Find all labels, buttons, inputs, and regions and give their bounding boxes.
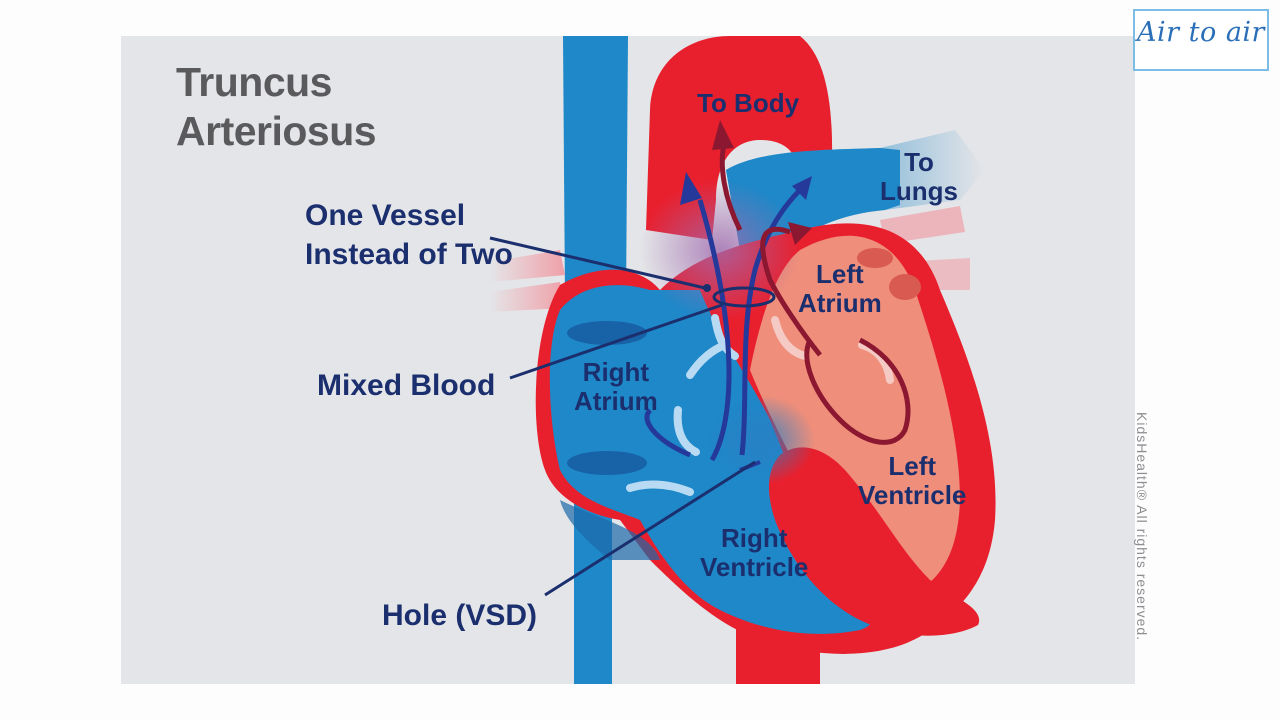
heart-illustration bbox=[489, 36, 996, 684]
label-line: Ventricle bbox=[858, 480, 967, 510]
logo-text: Air to air bbox=[1137, 17, 1265, 48]
to-body-label: To Body bbox=[697, 88, 800, 118]
title-line: Arteriosus bbox=[176, 108, 377, 154]
label-line: Right bbox=[582, 357, 650, 387]
copyright-credit: KidsHealth® All rights reserved. bbox=[1134, 412, 1150, 642]
label-line: Left bbox=[888, 451, 937, 481]
title-line: Truncus bbox=[176, 59, 332, 105]
red-flow-arrow bbox=[760, 227, 822, 357]
to-lungs-label: To Lungs bbox=[880, 148, 958, 206]
label-line: Atrium bbox=[574, 386, 658, 416]
label-line: Left bbox=[816, 259, 864, 289]
label-line: To bbox=[904, 147, 934, 177]
one-vessel-callout: One Vessel Instead of Two bbox=[305, 196, 513, 274]
label-line: Lungs bbox=[880, 176, 958, 206]
blue-flow-arrow bbox=[644, 408, 691, 458]
callout-line: Instead of Two bbox=[305, 238, 513, 271]
left-chambers bbox=[750, 235, 960, 600]
air-to-air-logo: Air to air bbox=[1133, 9, 1269, 71]
left-atrium-label: Left Atrium bbox=[798, 260, 882, 318]
mixed-blood-callout: Mixed Blood bbox=[317, 369, 496, 402]
diagram-title: Truncus Arteriosus bbox=[176, 58, 377, 156]
right-ventricle-label: Right Ventricle bbox=[700, 524, 808, 582]
septum bbox=[768, 447, 980, 636]
label-line: Ventricle bbox=[700, 552, 809, 582]
label-line: Atrium bbox=[798, 288, 882, 318]
right-atrium-label: Right Atrium bbox=[574, 358, 658, 416]
left-ventricle-label: Left Ventricle bbox=[858, 452, 966, 510]
diagram-panel bbox=[121, 36, 1135, 684]
hole-vsd-callout: Hole (VSD) bbox=[382, 599, 538, 632]
callout-line: One Vessel bbox=[305, 199, 466, 232]
label-line: Right bbox=[720, 523, 788, 553]
